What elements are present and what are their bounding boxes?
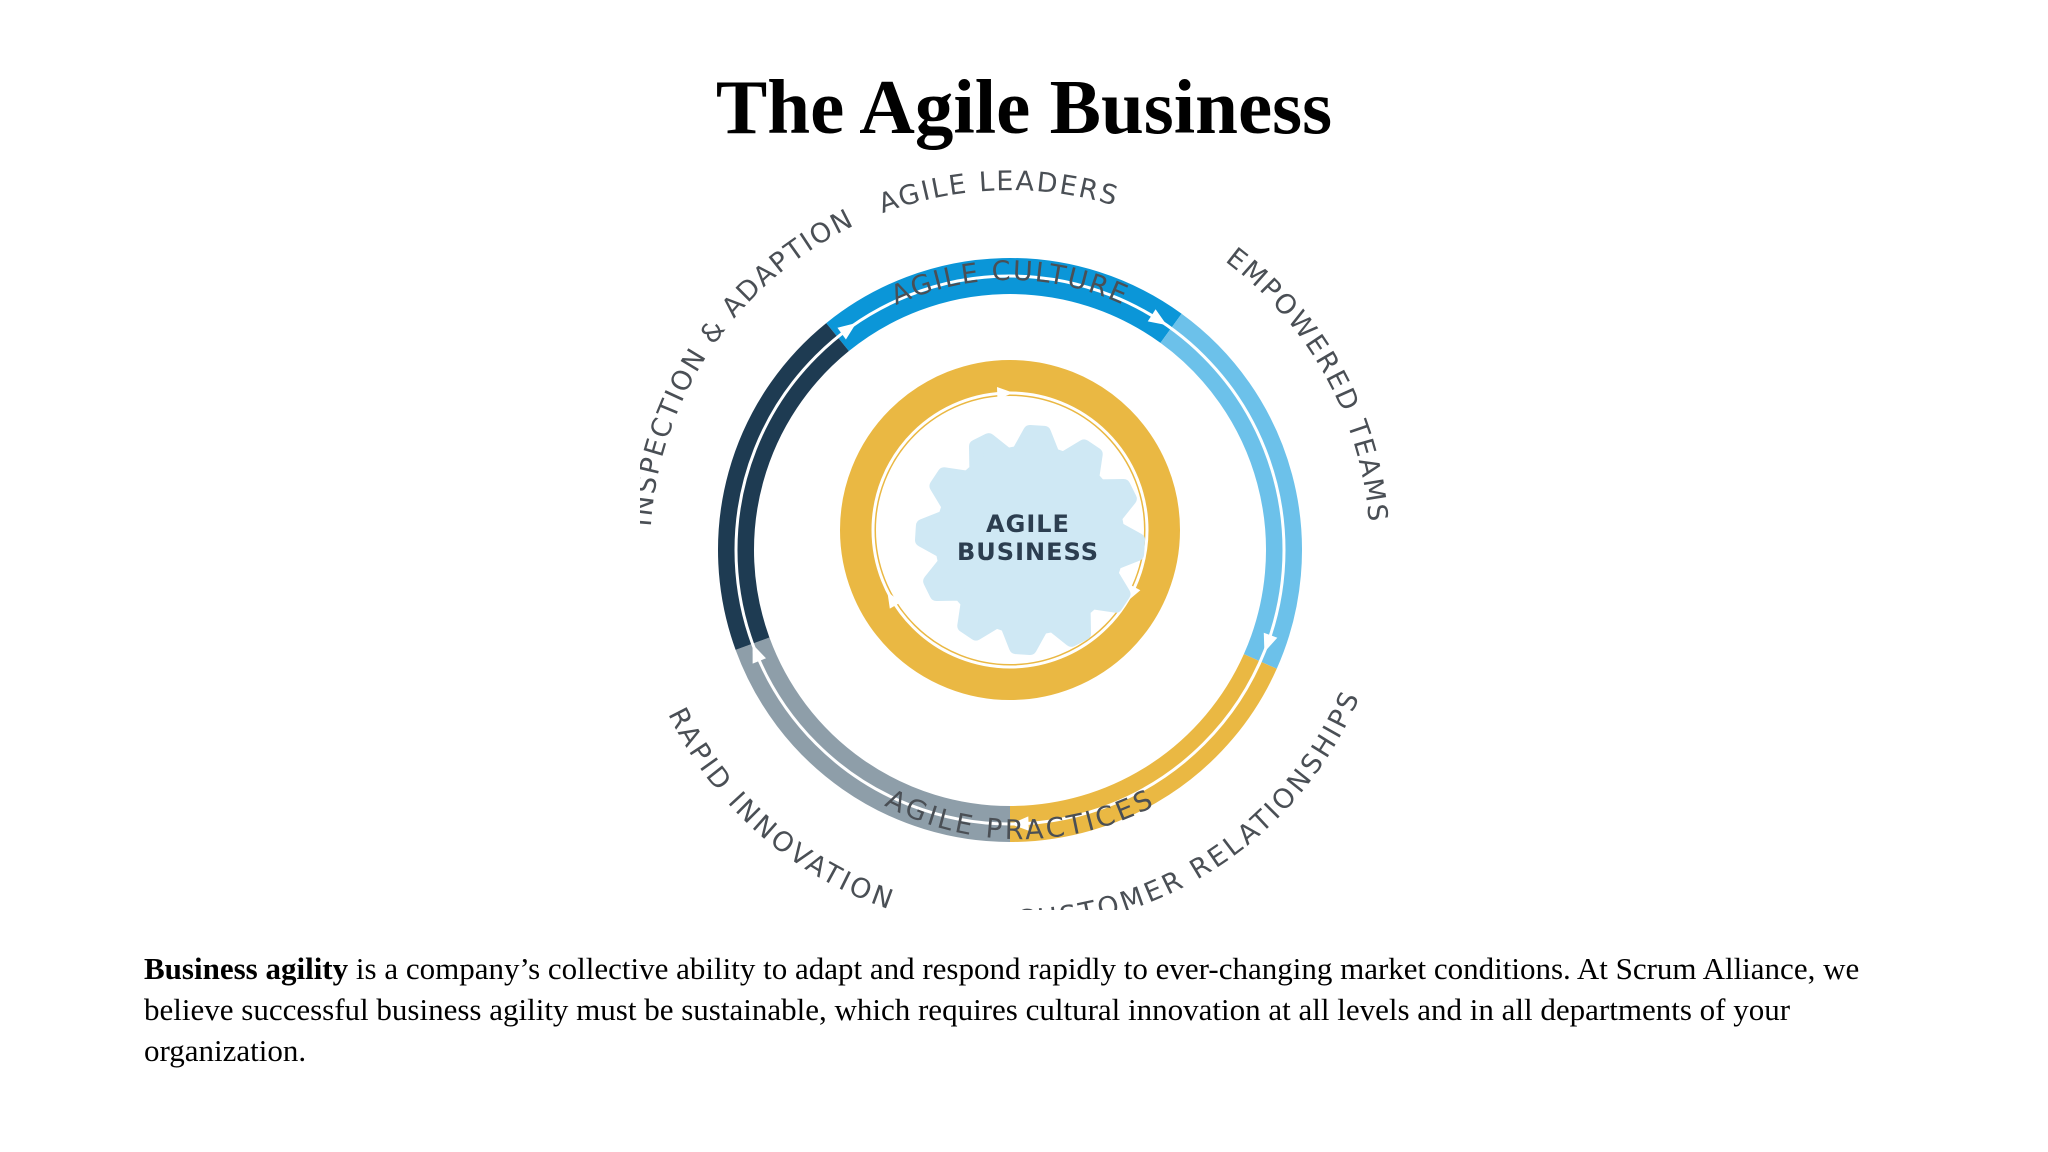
arrowhead-icon <box>1127 584 1141 602</box>
arrowhead-icon <box>837 323 857 340</box>
outer-arrows <box>752 309 1278 831</box>
arrowhead-icon <box>887 591 901 609</box>
caption-text: is a company’s collective ability to ada… <box>144 951 1860 1068</box>
arrowhead-icon <box>1147 309 1167 326</box>
label-agile-leaders: AGILE LEADERS <box>875 170 1123 220</box>
arrowhead-icon <box>1010 816 1029 831</box>
center-label-line2: BUSINESS <box>957 538 1099 566</box>
arrowhead-icon <box>997 386 1014 400</box>
agile-business-diagram: AGILE BUSINESS AGILE CULTURE AGILE PRACT… <box>640 170 1400 910</box>
caption-paragraph: Business agility is a company’s collecti… <box>144 948 1904 1071</box>
segment-empowered-teams <box>1160 313 1302 669</box>
slide-title: The Agile Business <box>715 64 1333 150</box>
outer-cycle-line <box>734 274 1286 826</box>
inner-ring <box>840 360 1180 700</box>
segment-inspection-adaption <box>718 323 849 650</box>
inner-arrows <box>887 386 1141 609</box>
label-rapid-innovation: RAPID INNOVATION <box>662 703 899 910</box>
center-label-line1: AGILE <box>986 510 1070 538</box>
gear-icon <box>915 425 1145 655</box>
arrowhead-icon <box>1263 632 1278 653</box>
label-customer-relationships: CUSTOMER RELATIONSHIPS <box>1015 686 1366 910</box>
arrowhead-icon <box>752 644 766 664</box>
caption-term: Business agility <box>144 951 349 986</box>
